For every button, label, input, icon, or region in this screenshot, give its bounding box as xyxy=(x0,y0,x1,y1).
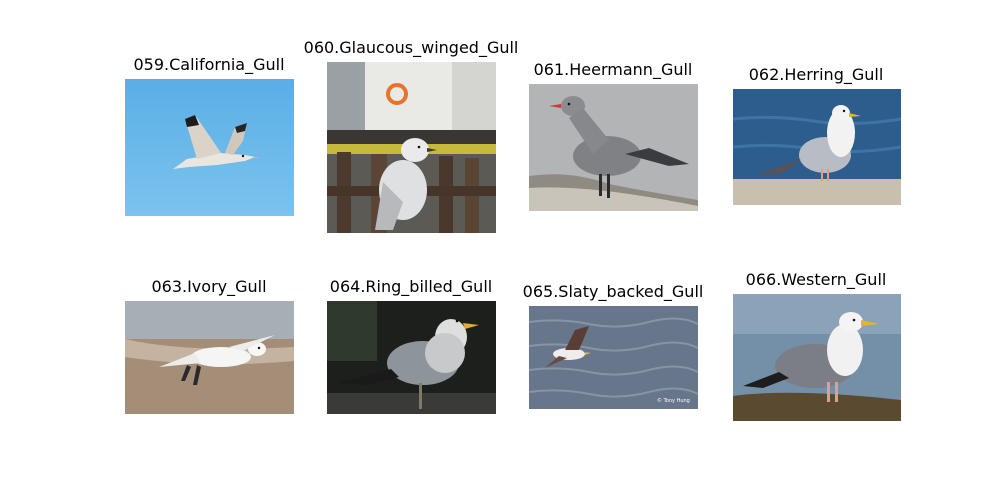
panel-title-california-gull: 059.California_Gull xyxy=(133,55,285,74)
panel-title-heermann-gull: 061.Heermann_Gull xyxy=(533,60,693,79)
gull-standing-icon xyxy=(743,312,879,402)
life-ring-icon xyxy=(386,83,408,105)
photo-western-gull xyxy=(733,294,901,421)
gull-flying-icon xyxy=(173,115,259,169)
photo-heermann-gull xyxy=(529,84,698,211)
panel-title-herring-gull: 062.Herring_Gull xyxy=(748,65,884,84)
panel-title-ivory-gull: 063.Ivory_Gull xyxy=(151,277,267,296)
photo-ivory-gull xyxy=(125,301,294,414)
gull-flying-icon xyxy=(159,335,275,385)
panel-title-western-gull: 066.Western_Gull xyxy=(745,270,887,289)
photo-ring-billed-gull xyxy=(327,301,496,414)
photo-glaucous-winged-gull xyxy=(327,62,496,233)
photo-herring-gull xyxy=(733,89,901,205)
gull-standing-icon xyxy=(337,319,479,409)
panel-title-slaty-backed-gull: 065.Slaty_backed_Gull xyxy=(522,282,704,301)
gull-standing-icon xyxy=(375,138,437,230)
gull-standing-icon xyxy=(549,96,689,198)
panel-title-ring-billed-gull: 064.Ring_billed_Gull xyxy=(329,277,493,296)
panel-title-glaucous-winged-gull: 060.Glaucous_winged_Gull xyxy=(303,38,519,57)
gull-flying-icon xyxy=(545,326,591,368)
gull-standing-icon xyxy=(757,105,861,181)
photo-slaty-backed-gull: © Tony Hung xyxy=(529,306,698,409)
photo-credit: © Tony Hung xyxy=(657,397,690,404)
photo-california-gull xyxy=(125,79,294,216)
